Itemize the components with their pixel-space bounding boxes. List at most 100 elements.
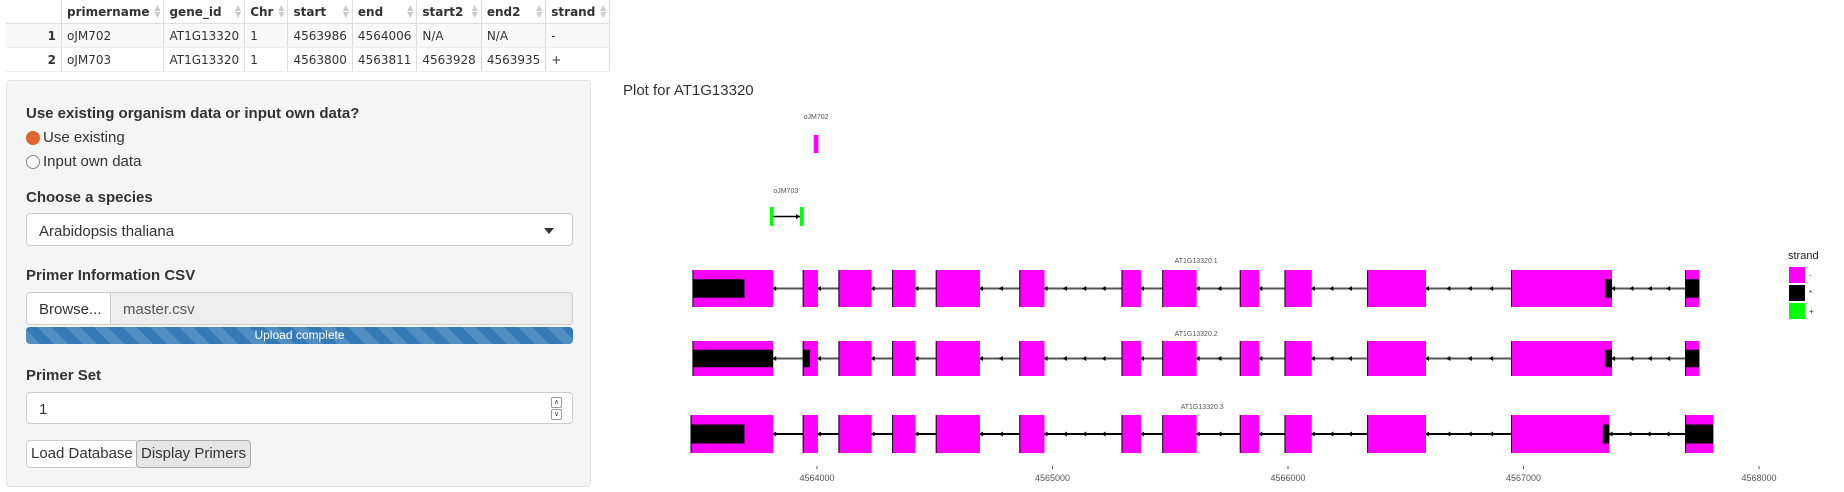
table-cell-start2: 4563928 xyxy=(416,47,482,72)
radio-input-own-data[interactable]: Input own data xyxy=(26,153,141,170)
species-select[interactable]: Arabidopsis thaliana xyxy=(26,213,573,246)
intron-arrow xyxy=(1101,356,1106,361)
cds-segment xyxy=(1602,424,1610,444)
intron-arrow xyxy=(1425,431,1430,437)
exon xyxy=(936,341,980,376)
column-header-start[interactable]: start ▲▼ xyxy=(287,0,353,24)
upload-progress-bar: Upload complete xyxy=(26,327,573,344)
intron-arrow xyxy=(1062,431,1067,437)
load-database-button[interactable]: Load Database xyxy=(26,440,138,468)
exon xyxy=(1284,270,1312,307)
column-header-gene_id[interactable]: gene_id▲▼ xyxy=(163,0,246,24)
intron-arrow xyxy=(1140,286,1145,291)
row-index: 2 xyxy=(6,47,62,72)
sort-icon[interactable]: ▲▼ xyxy=(154,3,161,19)
legend-key-0 xyxy=(1789,267,1805,283)
exon xyxy=(1240,341,1260,376)
intron-arrow xyxy=(1467,356,1472,361)
cds-segment xyxy=(1685,349,1700,368)
column-header-label: start xyxy=(293,4,327,19)
table-cell-end: 4564006 xyxy=(352,23,418,48)
intron-arrow xyxy=(1608,431,1613,437)
sort-icon[interactable]: ▲▼ xyxy=(278,3,285,19)
table-cell-end2: 4563935 xyxy=(481,47,547,72)
intron-arrow xyxy=(870,431,875,437)
intron-arrow xyxy=(1647,286,1652,291)
exon xyxy=(892,415,916,453)
exon xyxy=(892,341,916,376)
table-cell-Chr: 1 xyxy=(244,23,289,48)
exon xyxy=(1284,415,1312,453)
intron-arrow xyxy=(1446,286,1451,291)
input-panel: Use existing organism data or input own … xyxy=(6,80,591,487)
column-header-end2[interactable]: end2▲▼ xyxy=(481,0,547,24)
radio-unselected-icon[interactable] xyxy=(26,154,40,169)
radio-selected-icon[interactable] xyxy=(26,130,40,145)
column-header-strand[interactable]: strand▲▼ xyxy=(545,0,611,24)
intron-arrow xyxy=(1140,356,1145,361)
exon xyxy=(1162,341,1197,376)
column-header-end[interactable]: end▲▼ xyxy=(352,0,418,24)
intron-arrow xyxy=(870,286,875,291)
primer-table: primername▲▼gene_id▲▼Chr▲▼start▲▼end▲▼st… xyxy=(6,0,611,72)
intron-arrow xyxy=(1611,286,1616,291)
intron-arrow xyxy=(1627,431,1632,437)
column-header-Chr[interactable]: Chr▲▼ xyxy=(244,0,289,24)
intron-arrow xyxy=(1082,431,1087,437)
legend-key-2 xyxy=(1789,303,1805,319)
intron-arrow xyxy=(1195,431,1200,437)
intron-arrow xyxy=(978,356,983,361)
exon xyxy=(1019,270,1045,307)
column-header-start2[interactable]: start2 ▲▼ xyxy=(416,0,482,24)
intron-arrow xyxy=(816,431,821,437)
table-cell-strand: - xyxy=(545,23,611,48)
intron-arrow xyxy=(978,431,983,437)
intron-arrow xyxy=(1665,431,1670,437)
table-cell-end2: N/A xyxy=(481,23,547,48)
sort-icon[interactable]: ▲▼ xyxy=(235,3,242,19)
exon xyxy=(1511,270,1613,307)
legend-title: strand xyxy=(1788,250,1819,262)
exon xyxy=(1367,341,1427,376)
intron-arrow xyxy=(1489,286,1494,291)
radio-label: Use existing xyxy=(43,129,125,146)
table-cell-gene_id: AT1G13320 xyxy=(163,23,246,48)
exon xyxy=(936,270,980,307)
intron-arrow xyxy=(1647,356,1652,361)
radio-use-existing[interactable]: Use existing xyxy=(26,129,125,146)
browse-button[interactable]: Browse... xyxy=(27,293,111,324)
primer-set-input[interactable]: 1 ∧∨ xyxy=(26,392,573,424)
exon xyxy=(1162,270,1197,307)
sort-icon[interactable]: ▲▼ xyxy=(407,3,414,19)
exon xyxy=(838,341,872,376)
x-tick-label: 4566000 xyxy=(1270,473,1305,483)
sort-icon[interactable]: ▲▼ xyxy=(600,3,607,19)
sort-icon[interactable]: ▲▼ xyxy=(342,3,349,19)
intron-arrow xyxy=(1217,356,1222,361)
intron-arrow xyxy=(1217,286,1222,291)
cds-segment xyxy=(692,349,774,368)
table-cell-primername: oJM703 xyxy=(61,47,165,72)
column-header-primername[interactable]: primername▲▼ xyxy=(61,0,165,24)
sort-icon[interactable]: ▲▼ xyxy=(536,3,543,19)
intron-arrow xyxy=(1347,286,1352,291)
table-header-row: primername▲▼gene_id▲▼Chr▲▼start▲▼end▲▼st… xyxy=(6,0,611,24)
cds-segment xyxy=(692,279,745,298)
row-index: 1 xyxy=(6,23,62,48)
display-primers-button[interactable]: Display Primers xyxy=(136,440,252,468)
data-source-label: Use existing organism data or input own … xyxy=(26,105,360,122)
intron-arrow xyxy=(1195,286,1200,291)
table-cell-start: 4563986 xyxy=(287,23,353,48)
sort-icon[interactable]: ▲▼ xyxy=(471,3,478,19)
primer-label: oJM702 xyxy=(804,114,829,121)
csv-file-input[interactable]: Browse... master.csv xyxy=(26,292,573,325)
decrement-icon[interactable]: ∨ xyxy=(551,409,562,420)
increment-icon[interactable]: ∧ xyxy=(551,397,562,408)
exon xyxy=(803,270,818,307)
intron-arrow xyxy=(1666,286,1671,291)
column-header-label: start2 xyxy=(422,4,464,19)
intron-arrow xyxy=(998,286,1003,291)
